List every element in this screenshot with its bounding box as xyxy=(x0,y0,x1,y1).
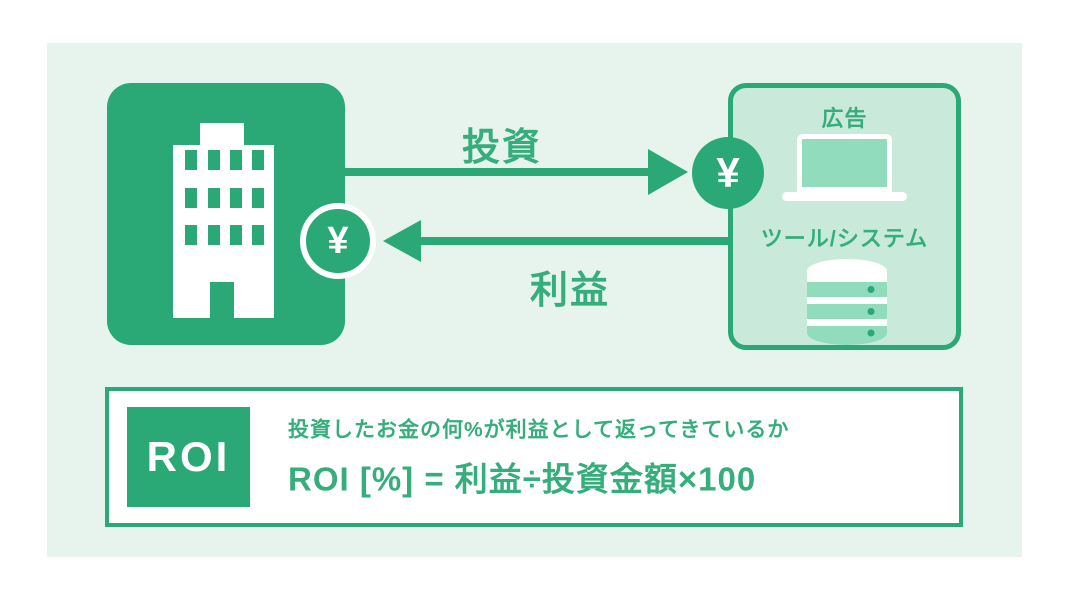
roi-text-block: 投資したお金の何%が利益として返ってきているか ROI [%] = 利益÷投資金… xyxy=(288,414,789,501)
arrow-head-right-icon xyxy=(648,149,688,195)
laptop-screen xyxy=(797,134,892,192)
arrow-shaft xyxy=(418,237,728,245)
tools-label: ツール/システム xyxy=(760,226,929,251)
roi-definition-box: ROI 投資したお金の何%が利益として返ってきているか ROI [%] = 利益… xyxy=(105,387,963,527)
laptop-icon xyxy=(782,134,907,201)
database-icon xyxy=(807,259,887,345)
laptop-base xyxy=(782,192,907,201)
spend-box: 広告 ツール/システム xyxy=(728,83,961,350)
arrow-shaft xyxy=(345,168,651,176)
profit-label: 利益 xyxy=(529,270,610,312)
yen-badge-outgoing: ¥ xyxy=(692,137,764,209)
diagram-panel: 投資 利益 ¥ ¥ 広告 ツール/システム xyxy=(47,43,1022,557)
roi-description: 投資したお金の何%が利益として返ってきているか xyxy=(288,418,790,442)
yen-icon: ¥ xyxy=(716,149,740,196)
arrow-head-left-icon xyxy=(383,220,421,262)
roi-formula: ROI [%] = 利益÷投資金額×100 xyxy=(288,460,757,498)
ad-label: 広告 xyxy=(821,106,868,131)
yen-icon: ¥ xyxy=(327,219,349,262)
investment-label: 投資 xyxy=(461,127,542,169)
roi-term-badge: ROI xyxy=(127,407,250,507)
yen-badge-incoming: ¥ xyxy=(300,203,376,279)
roi-term: ROI xyxy=(146,433,231,480)
building-icon xyxy=(173,123,274,318)
company-box xyxy=(107,83,345,345)
